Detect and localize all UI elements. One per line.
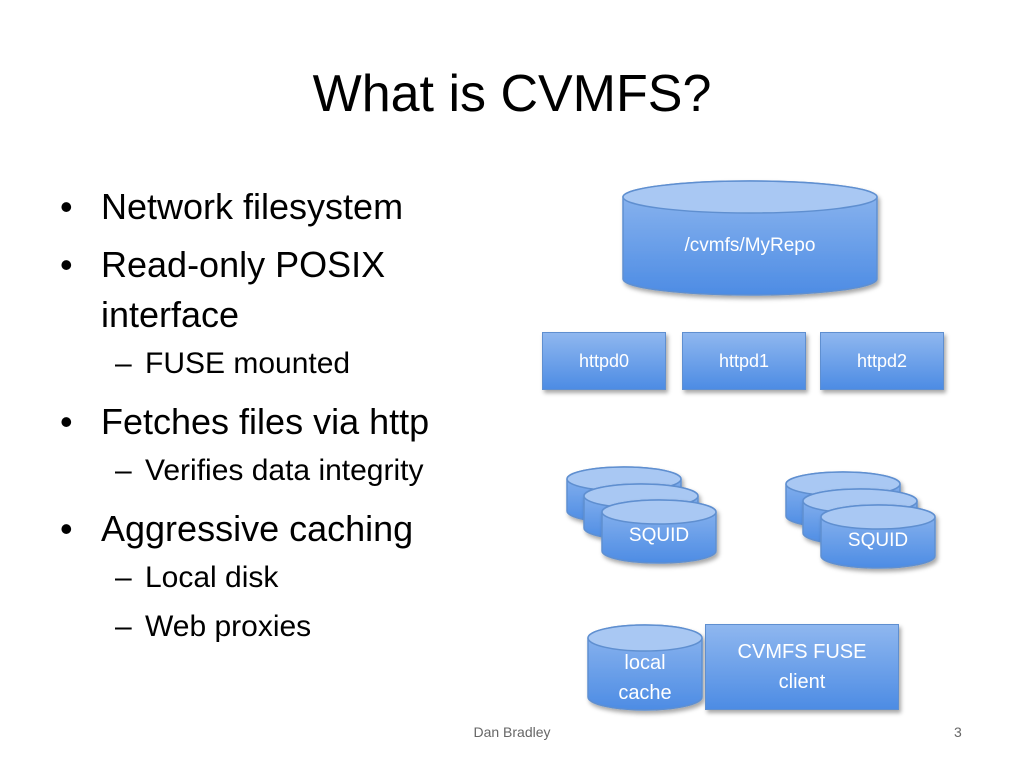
fuse-client-box: CVMFS FUSE client (705, 624, 899, 710)
bullet-text: Aggressive caching (101, 508, 414, 549)
bullet-item: • Aggressive caching (58, 504, 518, 554)
bullet-item: • Read-only POSIX interface (58, 240, 518, 340)
bullet-text: Fetches files via http (101, 401, 430, 442)
squid-label: SQUID (628, 525, 690, 546)
repository-label: /cvmfs/MyRepo (684, 235, 816, 256)
bullet-item: • Network filesystem (58, 182, 518, 232)
local-cache-label: local cache (618, 652, 672, 704)
sub-bullet-text: Verifies data integrity (145, 454, 424, 487)
squid-proxy-group: SQUID (785, 470, 937, 570)
slide-number: 3 (954, 724, 962, 740)
bullet-glyph: • (60, 244, 73, 285)
squid-label: SQUID (847, 530, 909, 551)
slide-title: What is CVMFS? (312, 65, 712, 123)
httpd-server-box: httpd2 (820, 332, 944, 390)
local-cache-cylinder: local cache (587, 624, 703, 712)
bullet-glyph: • (60, 401, 73, 442)
sub-bullet-text: Web proxies (145, 610, 312, 643)
footer-author: Dan Bradley (473, 724, 551, 740)
sub-bullet-text: Local disk (145, 561, 279, 594)
httpd-server-box: httpd1 (682, 332, 806, 390)
bullet-glyph: • (60, 186, 73, 227)
sub-bullet-glyph: – (115, 454, 132, 487)
sub-bullet-item: – FUSE mounted (58, 344, 518, 384)
sub-bullet-text: FUSE mounted (145, 347, 351, 380)
bullet-text: Read-only POSIX interface (101, 244, 386, 335)
sub-bullet-item: – Web proxies (58, 607, 518, 647)
squid-proxy-group: SQUID (566, 465, 718, 565)
sub-bullet-item: – Local disk (58, 558, 518, 598)
sub-bullet-item: – Verifies data integrity (58, 451, 518, 491)
bullet-text: Network filesystem (101, 186, 404, 227)
bullet-item: • Fetches files via http (58, 397, 518, 447)
sub-bullet-glyph: – (115, 610, 132, 643)
bullet-glyph: • (60, 508, 73, 549)
repository-cylinder: /cvmfs/MyRepo (622, 180, 878, 296)
httpd-server-box: httpd0 (542, 332, 666, 390)
bullet-list: • Network filesystem • Read-only POSIX i… (58, 182, 518, 660)
sub-bullet-glyph: – (115, 347, 132, 380)
sub-bullet-glyph: – (115, 561, 132, 594)
